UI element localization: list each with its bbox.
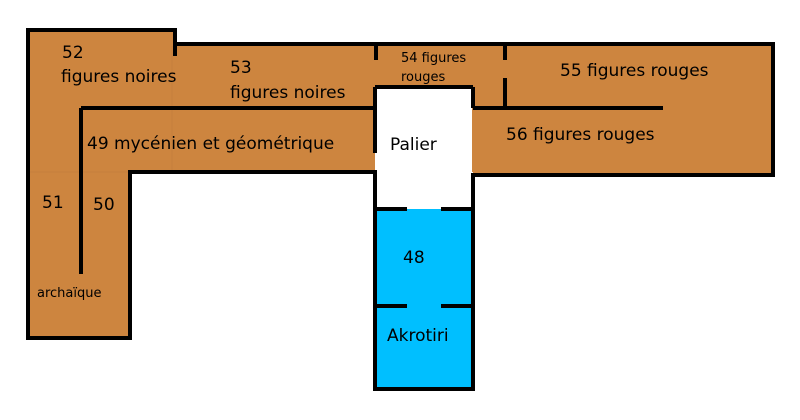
room-55-label: 55 figures rouges xyxy=(560,61,709,81)
room-51-number: 51 xyxy=(42,193,64,213)
archaic-label: archaïque xyxy=(37,286,101,301)
akrotiri-label: Akrotiri xyxy=(387,326,449,346)
room-54-label: rouges xyxy=(401,70,446,85)
room-50-number: 50 xyxy=(93,195,115,215)
room-54-number: 54 figures xyxy=(401,51,466,66)
room-52-label: figures noires xyxy=(61,67,177,87)
room-53-label: figures noires xyxy=(230,83,346,103)
landing-label: Palier xyxy=(390,135,437,155)
room-53-number: 53 xyxy=(230,58,252,78)
landing-area xyxy=(375,87,472,209)
room-49-label: 49 mycénien et géométrique xyxy=(87,134,334,154)
room-52-number: 52 xyxy=(62,43,84,63)
akrotiri-wing-area xyxy=(375,209,472,389)
room-48-number: 48 xyxy=(403,248,425,268)
room-56-label: 56 figures rouges xyxy=(506,125,655,145)
